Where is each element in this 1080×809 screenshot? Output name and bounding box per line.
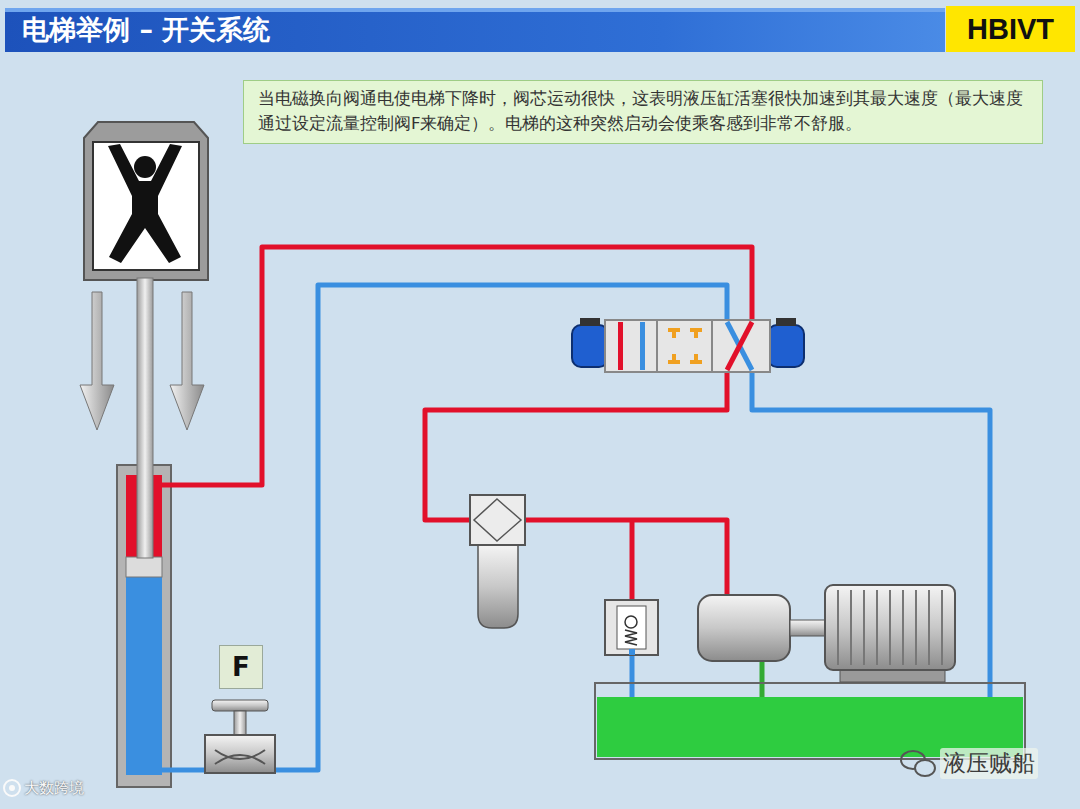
flow-control-valve: [205, 700, 275, 773]
pressure-line-part: [524, 520, 727, 597]
flow-control-valve-part: [234, 711, 246, 736]
watermark: 液压贼船: [940, 748, 1038, 779]
down-arrow-part: [170, 292, 204, 430]
directional-valve-part: [727, 322, 752, 370]
return-line-part: [128, 768, 210, 773]
title-bar-part: [5, 8, 945, 52]
down-arrow-part: [80, 292, 114, 430]
directional-valve-part: [711, 320, 713, 372]
directional-valve: [572, 318, 804, 372]
return-line-part: [752, 372, 990, 740]
motor: [825, 585, 955, 682]
directional-valve-part: [580, 318, 600, 326]
motor-part: [889, 590, 891, 665]
motor-part: [876, 590, 878, 665]
relief-valve-part: [625, 630, 637, 645]
filter-part: [474, 499, 521, 541]
directional-valve-part: [605, 320, 770, 372]
motor-part: [850, 590, 852, 665]
motor-part: [863, 590, 865, 665]
relief-valve: [605, 600, 658, 655]
flow-control-valve-part: [205, 735, 275, 773]
watermark-icon-part: [915, 760, 935, 776]
valve-label-box: F: [219, 645, 263, 689]
node-text: F: [232, 652, 250, 682]
motor-part: [837, 590, 839, 665]
relief-valve-part: [605, 600, 658, 655]
directional-valve-part: [768, 325, 804, 367]
directional-valve-part: [776, 318, 796, 326]
filter-part: [470, 495, 525, 545]
directional-valve-part: [727, 322, 752, 370]
relief-valve-part: [617, 606, 646, 649]
directional-valve-part: [640, 322, 645, 370]
pressure-line: [162, 247, 752, 602]
motor-part: [928, 590, 930, 665]
motor-part: [825, 585, 955, 670]
page-title: 电梯举例 – 开关系统: [22, 12, 270, 48]
watermark-icon-part: [4, 780, 20, 796]
elevator-car-part: [93, 142, 199, 270]
directional-valve-part: [618, 322, 623, 370]
directional-valve-part: [656, 320, 658, 372]
hydraulic-cylinder-part: [126, 577, 162, 775]
title-bar: [5, 8, 945, 52]
hydraulic-cylinder-part: [126, 557, 162, 577]
hydraulic-cylinder: [117, 278, 171, 787]
pressure-line-part: [630, 520, 635, 602]
directional-valve-part: [572, 325, 608, 367]
note-box: 当电磁换向阀通电使电梯下降时，阀芯运动很快，这表明液压缸活塞很快加速到其最大速度…: [243, 80, 1043, 144]
filter-part: [478, 545, 518, 628]
flow-control-valve-part: [212, 700, 268, 711]
title-bar-part: [5, 8, 945, 12]
relief-valve-part: [625, 616, 637, 628]
hydraulic-cylinder-part: [137, 278, 153, 558]
logo-box: HBIVT: [946, 6, 1075, 52]
pump: [698, 595, 826, 661]
flow-control-valve-part: [215, 750, 265, 764]
node-text: HBIVT: [967, 13, 1054, 46]
watermark: 大数跨境: [24, 779, 84, 798]
directional-valve-part: [668, 330, 702, 362]
motor-part: [915, 590, 917, 665]
watermark-icon: [4, 751, 935, 796]
node-text: 当电磁换向阀通电使电梯下降时，阀芯运动很快，这表明液压缸活塞很快加速到其最大速度…: [258, 87, 1028, 137]
pump-part: [790, 620, 826, 636]
watermark-icon-part: [9, 785, 15, 791]
motor-part: [902, 590, 904, 665]
motor-part: [941, 590, 943, 665]
elevator-car: [84, 122, 208, 280]
elevator-car-part: [84, 122, 208, 280]
filter: [470, 495, 525, 628]
elevator-car-part: [134, 156, 156, 178]
pump-part: [698, 595, 790, 661]
relief-valve-part: [629, 649, 635, 655]
elevator-car-part: [108, 144, 182, 263]
